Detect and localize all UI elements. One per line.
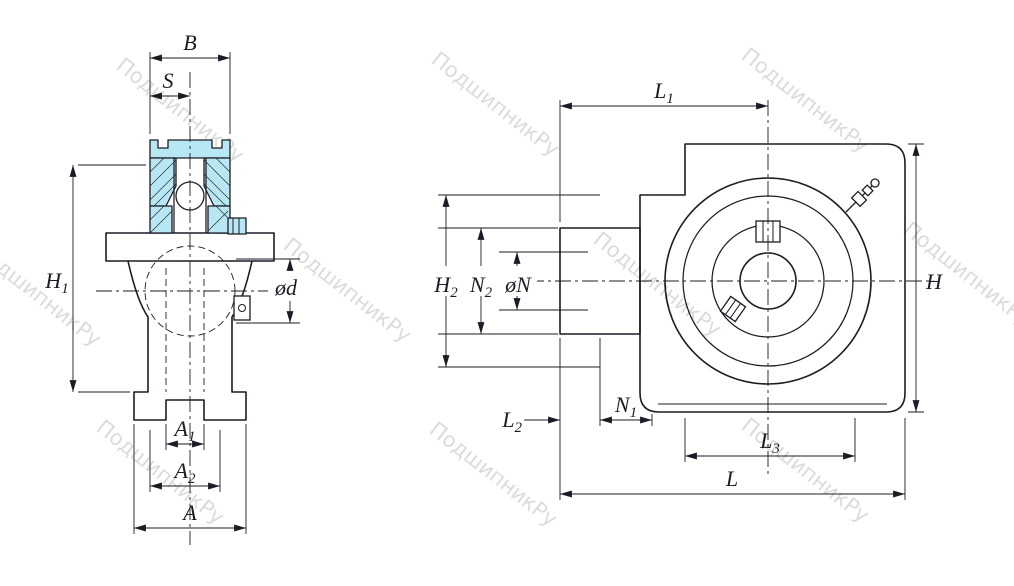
dim-label-oN: øN (504, 272, 532, 297)
extension-line (78, 164, 146, 393)
set-screw-angled-body (719, 295, 747, 323)
set-screw-angled-lines (724, 299, 742, 319)
centerline (96, 72, 298, 545)
bearing-race-right (203, 157, 231, 207)
label-background (429, 266, 463, 296)
section-hatching (149, 157, 231, 234)
label-background (499, 266, 537, 296)
dim-label-L3: L3 (759, 428, 780, 457)
side-view: B S H1 ød A1 A2 A (44, 30, 306, 545)
bore-edge-lines (173, 158, 207, 233)
dim-label-H2: H2 (433, 272, 458, 301)
dim-label-A2: A2 (173, 458, 196, 487)
grease-fitting-hex (850, 190, 868, 208)
dim-label-L2: L2 (501, 407, 522, 436)
takeup-frame (639, 143, 906, 413)
bearing-race-left (149, 157, 177, 207)
hidden-slot-lines (165, 268, 205, 392)
watermark-text: ПодшипникРу (427, 47, 564, 161)
front-view: L1 H2 N2 øN H L2 N1 L3 (429, 78, 943, 500)
dim-label-L1: L1 (653, 78, 674, 107)
set-screw-top-lines (762, 221, 774, 242)
extension-line (559, 338, 906, 500)
dim-label-A: A (181, 500, 197, 525)
dim-label-od: ød (274, 275, 298, 300)
dim-label-S: S (163, 68, 174, 93)
dimensions-front: L1 H2 N2 øN H L2 N1 L3 (429, 78, 943, 500)
dim-label-N2: N2 (469, 272, 493, 301)
bearing-flange-left (149, 205, 173, 234)
dim-label-N1: N1 (614, 392, 637, 421)
grease-fitting-tip (870, 178, 880, 188)
watermark-text: ПодшипникРу (589, 227, 726, 341)
watermark-text: ПодшипникРу (737, 43, 874, 157)
set-screw-side (227, 217, 247, 235)
extension-line (133, 424, 247, 534)
watermark-text: ПодшипникРу (92, 415, 229, 529)
watermark-text: ПодшипникРу (0, 237, 106, 351)
centerline (528, 100, 934, 478)
set-screw-lines (232, 218, 240, 234)
set-screw-angled (719, 295, 747, 323)
watermark-text: ПодшипникРу (737, 413, 874, 527)
bearing-flange-right (207, 205, 231, 234)
boss-hole (238, 304, 246, 312)
dim-label-H1: H1 (44, 268, 68, 297)
side-boss (233, 295, 251, 321)
grease-fitting-icon (845, 178, 880, 213)
extension-line (149, 430, 221, 492)
extension-line (438, 194, 600, 368)
label-background (268, 271, 306, 301)
dim-label-H: H (925, 269, 943, 294)
extension-line (438, 227, 558, 335)
dimensions-side: B S H1 ød A1 A2 A (44, 30, 306, 534)
label-background (465, 266, 498, 296)
dim-label-B: B (183, 30, 196, 55)
dim-label-A1: A1 (173, 416, 196, 445)
bearing-circles (664, 177, 880, 385)
grease-fitting-neck (861, 184, 874, 197)
dim-label-L: L (725, 466, 738, 491)
watermark-text: ПодшипникРу (425, 417, 562, 531)
